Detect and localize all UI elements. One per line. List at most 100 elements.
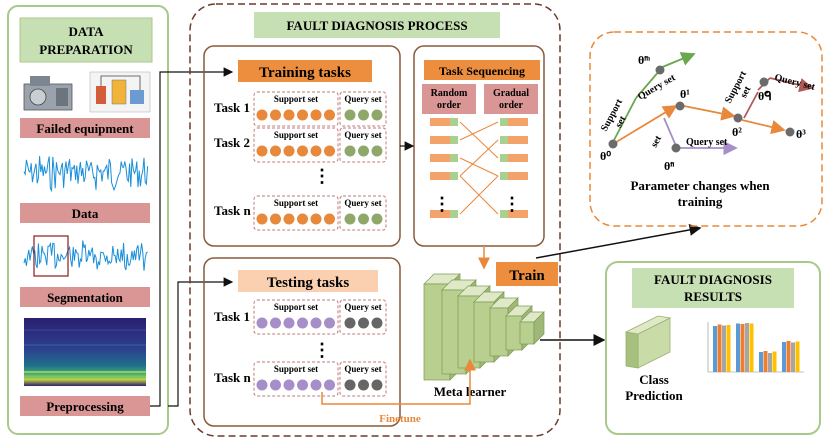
train-support-sample	[270, 109, 281, 121]
query-label-3: Query set	[773, 72, 816, 93]
theta-q-node	[759, 77, 769, 87]
test-query-sample	[358, 317, 369, 329]
test-support-sample	[283, 317, 295, 329]
step-failed-equipment: Failed equipment	[36, 121, 134, 136]
arrow-to-parameters	[535, 223, 702, 259]
train-query-box	[339, 127, 387, 163]
net-layer-side	[533, 311, 545, 345]
test-query-box	[339, 299, 387, 335]
train-query-sample	[371, 145, 383, 157]
train-support-sample	[283, 145, 295, 157]
train-query-sample	[371, 109, 383, 121]
data-prep-title-line2: PREPARATION	[39, 42, 133, 57]
results-mini-chart	[707, 322, 804, 373]
parameter-caption-line1: Parameter changes when	[630, 178, 770, 193]
train-support-sample	[270, 145, 281, 157]
class-prediction-block	[624, 315, 672, 369]
training-tasks-title: Training tasks	[259, 65, 351, 81]
mini-bar	[782, 342, 786, 372]
train-query-sample	[358, 145, 369, 157]
train-support-label: Support set	[274, 130, 318, 140]
vibration-signal-image	[23, 156, 149, 193]
theta-3-label: θ³	[796, 127, 806, 141]
query-label-1: Query set	[636, 72, 678, 103]
test-support-label: Support set	[274, 364, 318, 374]
theta-3-node	[785, 127, 795, 137]
set-label-1: set	[613, 114, 629, 130]
class-prediction-line2: Prediction	[625, 388, 683, 403]
theta-1-label: θ¹	[680, 87, 690, 101]
net-layer-front	[489, 307, 509, 357]
train-label: Train	[509, 268, 545, 284]
finetune-path	[321, 358, 476, 405]
step-data: Data	[72, 206, 99, 221]
random-order-line1: Random	[431, 88, 468, 99]
test-task-n-label: Task n	[214, 370, 252, 385]
test-support-box	[253, 299, 339, 335]
train-support-sample	[324, 213, 335, 225]
task-sequencing-title: Task Sequencing	[439, 64, 525, 78]
test-support-sample	[310, 379, 322, 391]
train-query-box	[339, 91, 387, 127]
seq-link	[459, 175, 499, 215]
theta-n-node	[671, 143, 681, 153]
train-support-sample	[297, 213, 308, 225]
seq-bar-right-tag	[500, 154, 508, 162]
arrow-to-training	[150, 67, 234, 407]
net-layer-front	[505, 315, 523, 351]
train-support-sample	[324, 109, 335, 121]
test-support-sample	[256, 379, 268, 391]
train-support-sample	[310, 109, 322, 121]
mini-bar	[717, 324, 722, 372]
mini-bar	[768, 353, 772, 372]
train-support-sample	[310, 213, 322, 225]
step-segmentation: Segmentation	[47, 290, 124, 305]
train-support-sample	[297, 109, 308, 121]
theta-m-label: θ̃ᵐ	[638, 53, 650, 67]
train-support-box	[253, 195, 339, 231]
train-support-sample	[283, 109, 295, 121]
theta-1-node	[675, 101, 685, 111]
test-row-1: Support set Query set	[253, 361, 387, 397]
test-query-sample	[344, 379, 356, 391]
test-support-sample	[283, 379, 295, 391]
mini-bar	[749, 323, 754, 372]
class-prediction-line1: Class	[639, 372, 669, 387]
testing-tasks-title: Testing tasks	[267, 275, 350, 291]
theta-q-label: θ̃ᑫ	[758, 89, 772, 103]
seq-bar-right	[508, 136, 528, 144]
process-title: FAULT DIAGNOSIS PROCESS	[286, 18, 467, 33]
gradual-order-line2: order	[499, 100, 523, 111]
net-layer-front	[519, 321, 535, 345]
train-task-1-label: Task 1	[214, 100, 250, 115]
test-support-box	[253, 361, 339, 397]
train-support-box	[253, 91, 339, 127]
mini-bar	[763, 351, 768, 372]
mini-bar	[786, 341, 791, 372]
theta-0-label: θ⁰	[600, 149, 611, 163]
test-query-sample	[358, 379, 369, 391]
train-query-sample	[344, 145, 356, 157]
query-label-2: Query set	[686, 137, 728, 148]
gradual-order-line1: Gradual	[493, 88, 529, 99]
test-query-sample	[344, 317, 356, 329]
results-panel: FAULT DIAGNOSIS RESULTS Class Prediction	[605, 261, 821, 435]
test-support-sample	[297, 317, 308, 329]
seq-bar-right	[508, 118, 528, 126]
test-query-label: Query set	[344, 364, 381, 374]
seq-link	[459, 157, 499, 177]
seq-bar-left	[430, 172, 450, 180]
test-query-label: Query set	[344, 302, 381, 312]
train-query-sample	[358, 213, 369, 225]
seq-bar-right	[508, 154, 528, 162]
test-ellipsis: ⋮	[313, 340, 331, 360]
train-query-sample	[344, 213, 356, 225]
mini-bar	[791, 342, 795, 372]
theta-2-node	[733, 113, 743, 123]
test-support-sample	[270, 379, 281, 391]
seq-bar-right-tag	[500, 210, 508, 218]
data-preparation-panel: DATA PREPARATION Failed equipment Data	[7, 5, 169, 435]
train-query-box	[339, 195, 387, 231]
